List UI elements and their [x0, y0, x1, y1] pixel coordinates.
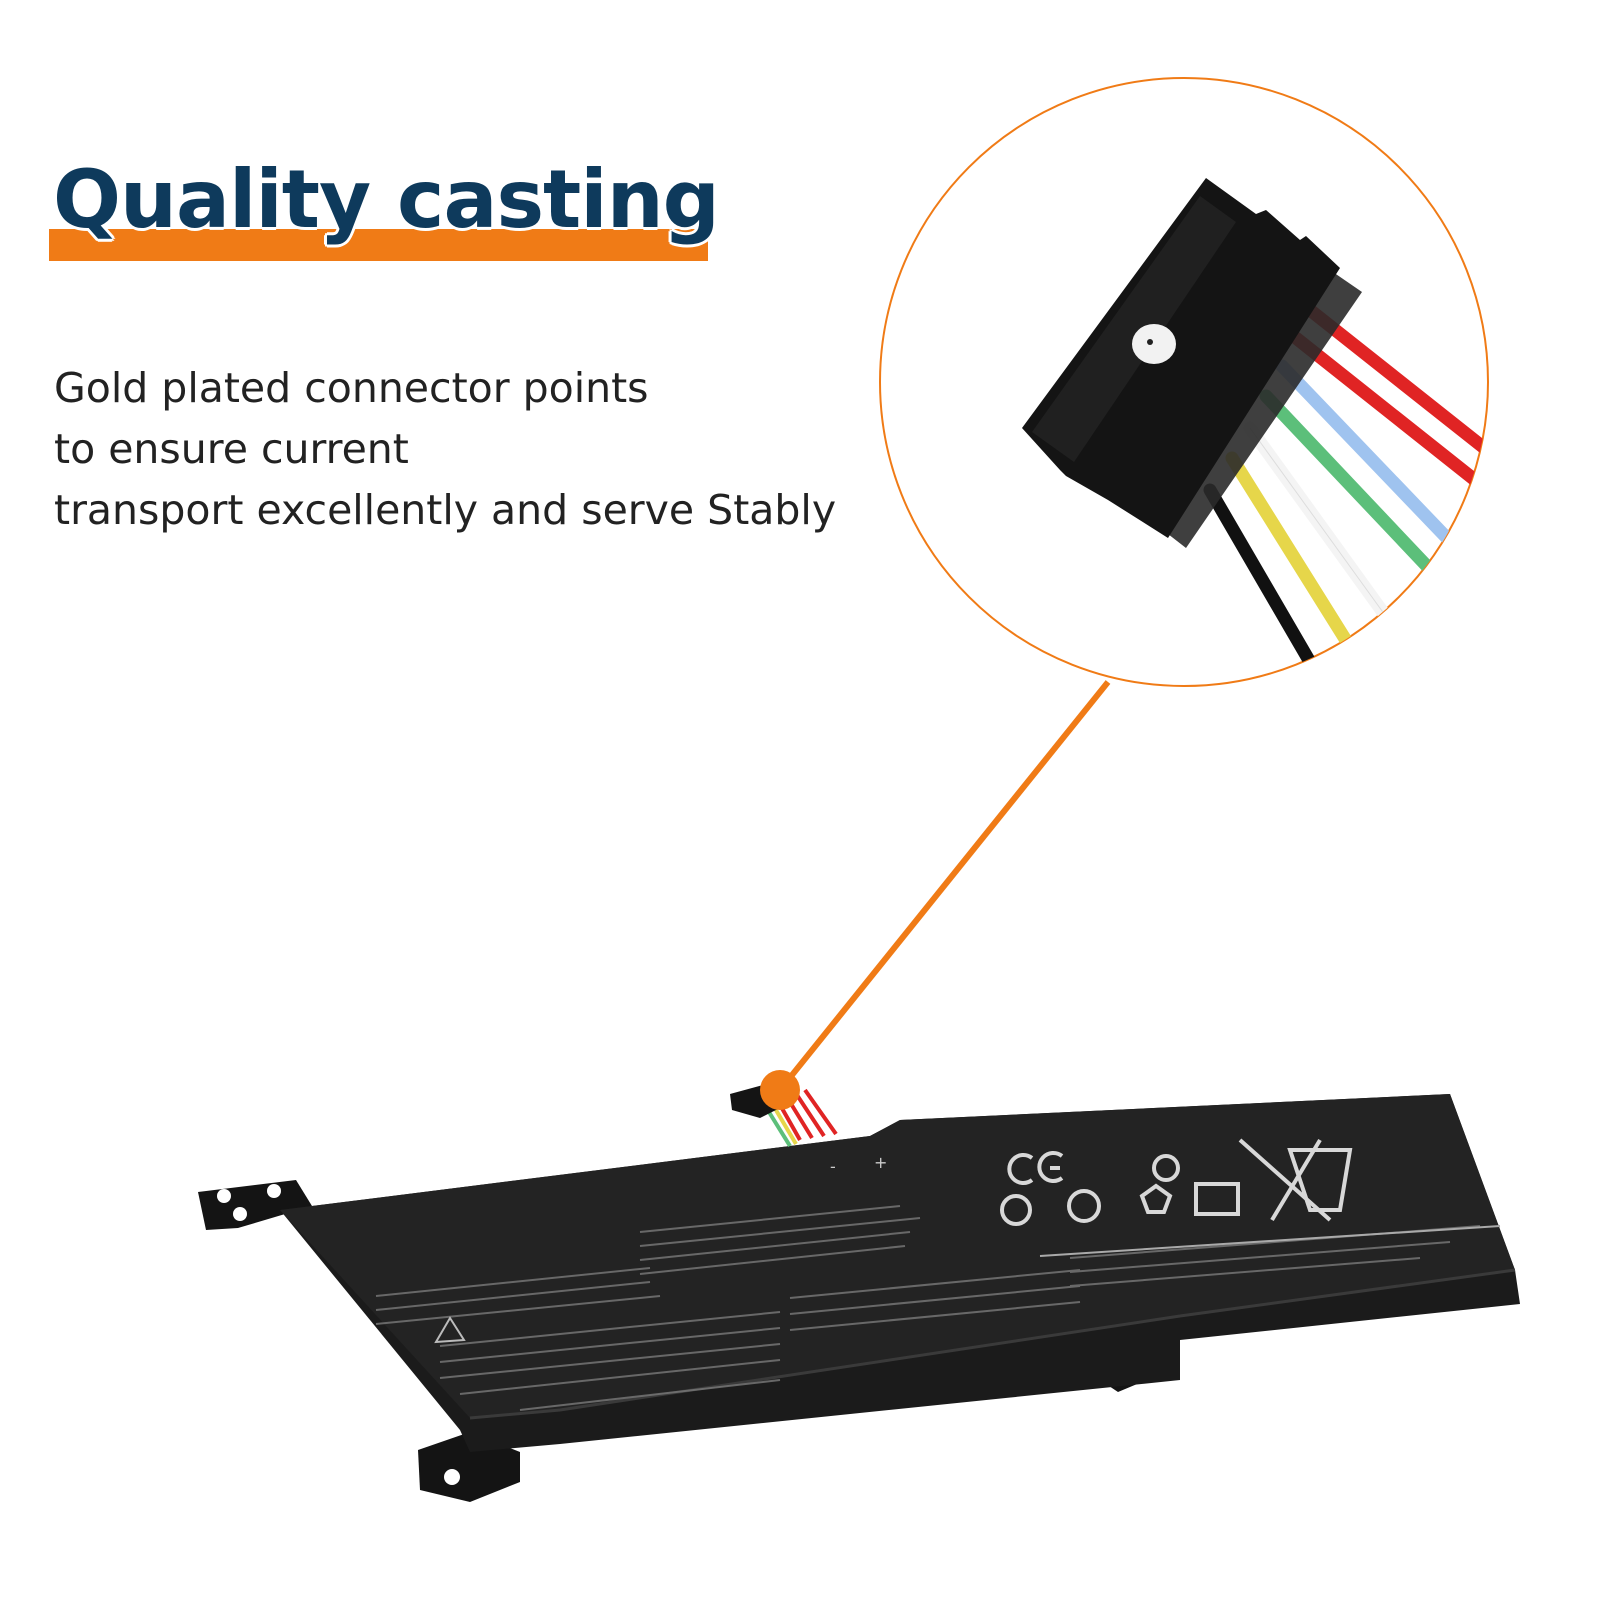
polarity-plus: + [874, 1153, 887, 1172]
description-line-3: transport excellently and serve Stably [54, 486, 837, 534]
description-line-1: Gold plated connector points [54, 364, 649, 412]
battery-connector [730, 1070, 838, 1148]
description: Gold plated connector points to ensure c… [54, 358, 874, 541]
headline-underline-bar [49, 229, 708, 261]
polarity-minus: - [830, 1157, 836, 1176]
headline-block: Quality casting [49, 150, 720, 270]
description-line-2: to ensure current [54, 425, 409, 473]
headline: Quality casting [53, 153, 720, 246]
battery-pack: - + [198, 1094, 1520, 1502]
connector-zoom [879, 77, 1489, 687]
leader-line [777, 680, 1111, 1092]
